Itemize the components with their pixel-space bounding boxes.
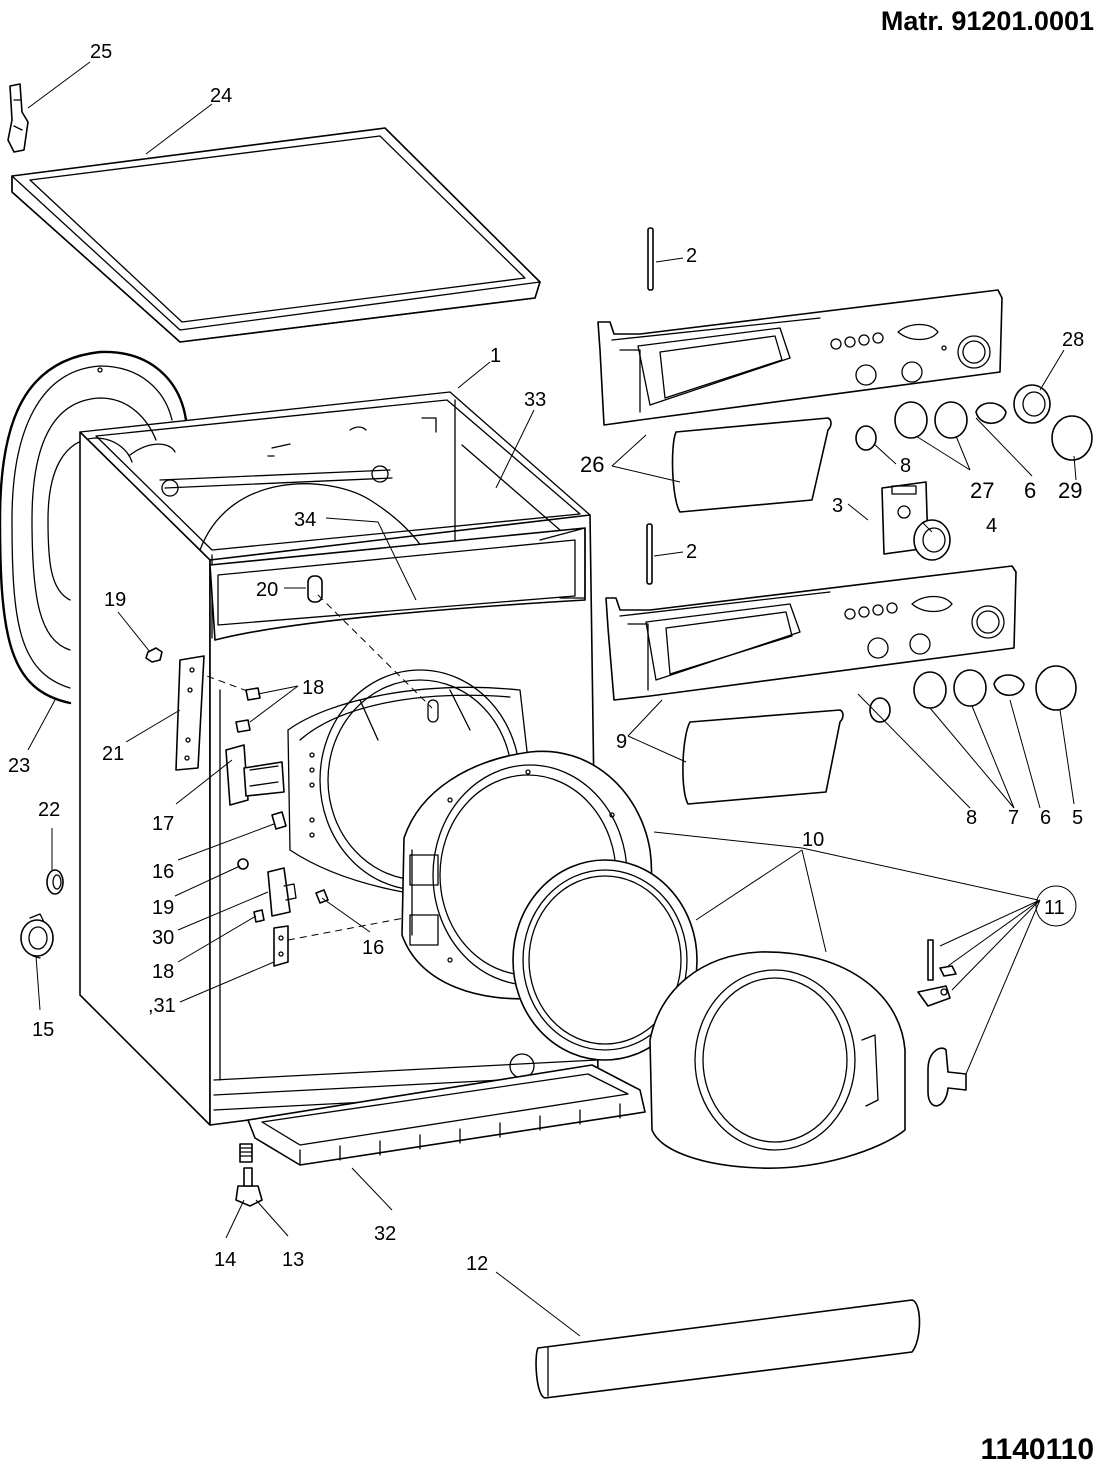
part-23-rear-panel <box>0 350 188 705</box>
part-19-nut-lower <box>237 858 249 870</box>
callout-12: 12 <box>466 1253 488 1275</box>
part-13-foot <box>235 1167 263 1207</box>
part-6-indicator-upper <box>975 402 1007 425</box>
callout-23: 23 <box>8 755 30 777</box>
callout-16-left: 16 <box>152 861 174 883</box>
callout-7: 7 <box>1008 807 1019 829</box>
part-30-lock-bracket <box>267 867 297 917</box>
callout-4: 4 <box>986 515 997 537</box>
callout-3: 3 <box>832 495 843 517</box>
part-9-control-panel-lower <box>605 565 1017 701</box>
part-2-light-pipe-top <box>647 227 654 291</box>
callout-26: 26 <box>580 452 604 477</box>
part-32-base-frame <box>247 1064 646 1166</box>
part-15-clamp <box>20 913 54 959</box>
callout-22: 22 <box>38 799 60 821</box>
assembly-line-18 <box>195 671 251 693</box>
part-21-hinge-plate <box>175 655 205 771</box>
part-5-selector-knob <box>1035 665 1077 711</box>
callout-9: 9 <box>616 731 627 753</box>
callout-18-lower: 18 <box>152 961 174 983</box>
callout-11-circle <box>1035 885 1077 927</box>
document-number: 1140110 <box>980 1433 1094 1466</box>
callout-31: ,31 <box>148 995 176 1017</box>
part-31-plate <box>273 925 289 967</box>
callout-8-lower: 8 <box>966 807 977 829</box>
callout-19-lower: 19 <box>152 897 174 919</box>
part-12-kickplate <box>535 1299 921 1399</box>
part-14-foot-spring <box>239 1143 253 1163</box>
callout-27: 27 <box>970 478 994 503</box>
part-22-grommet <box>46 869 64 895</box>
callout-24: 24 <box>210 85 232 107</box>
part-6-indicator-lower <box>993 674 1025 697</box>
part-27-knobs-upper <box>894 401 968 439</box>
callout-32: 32 <box>374 1223 396 1245</box>
callout-21: 21 <box>102 743 124 765</box>
callout-29: 29 <box>1058 478 1082 503</box>
matricola-header: Matr. 91201.0001 <box>880 6 1094 36</box>
part-11-door-hinge-kit <box>917 939 967 1107</box>
callout-5: 5 <box>1072 807 1083 829</box>
callout-2-upper: 2 <box>686 245 697 267</box>
callout-14: 14 <box>214 1249 236 1271</box>
assembly-line-20 <box>317 594 433 709</box>
callout-25: 25 <box>90 41 112 63</box>
part-18-screws <box>235 687 265 923</box>
callout-17: 17 <box>152 813 174 835</box>
callout-13: 13 <box>282 1249 304 1271</box>
callout-18-upper: 18 <box>302 677 324 699</box>
callout-6-upper: 6 <box>1024 478 1036 503</box>
callout-30: 30 <box>152 927 174 949</box>
callout-19-upper: 19 <box>104 589 126 611</box>
part-9-drawer-front-lower <box>682 709 844 805</box>
callout-1: 1 <box>490 345 501 367</box>
part-25-clip <box>7 83 29 153</box>
part-28-selector-ring <box>1013 384 1051 424</box>
leader-lines <box>27 61 1077 1337</box>
assembly-line-31 <box>287 914 421 941</box>
part-door-cover <box>649 951 906 1169</box>
part-29-selector-knob <box>1051 415 1093 461</box>
callout-15: 15 <box>32 1019 54 1041</box>
callout-28: 28 <box>1062 329 1084 351</box>
part-26-control-panel-upper <box>597 289 1003 426</box>
callout-10: 10 <box>802 829 824 851</box>
callout-11: 11 <box>1044 897 1065 919</box>
part-8-button-lower <box>869 697 891 723</box>
part-24-top-cover <box>11 127 541 343</box>
part-door-glass <box>512 859 698 1061</box>
part-8-button-upper <box>855 425 877 451</box>
callout-6-lower: 6 <box>1040 807 1051 829</box>
callout-8-upper: 8 <box>900 455 911 477</box>
callout-34: 34 <box>294 509 316 531</box>
part-26-drawer-front-upper <box>671 417 832 513</box>
callout-20: 20 <box>256 579 278 601</box>
part-4-selector-bush <box>913 519 951 561</box>
callout-2-lower: 2 <box>686 541 697 563</box>
callout-numbers: 25 24 1 33 34 20 2 2 26 3 4 8 27 6 29 28… <box>8 41 1084 1275</box>
part-2-light-pipe-bottom <box>646 523 653 585</box>
callout-33: 33 <box>524 389 546 411</box>
callout-16-right: 16 <box>362 937 384 959</box>
part-7-knobs-lower <box>913 669 987 709</box>
